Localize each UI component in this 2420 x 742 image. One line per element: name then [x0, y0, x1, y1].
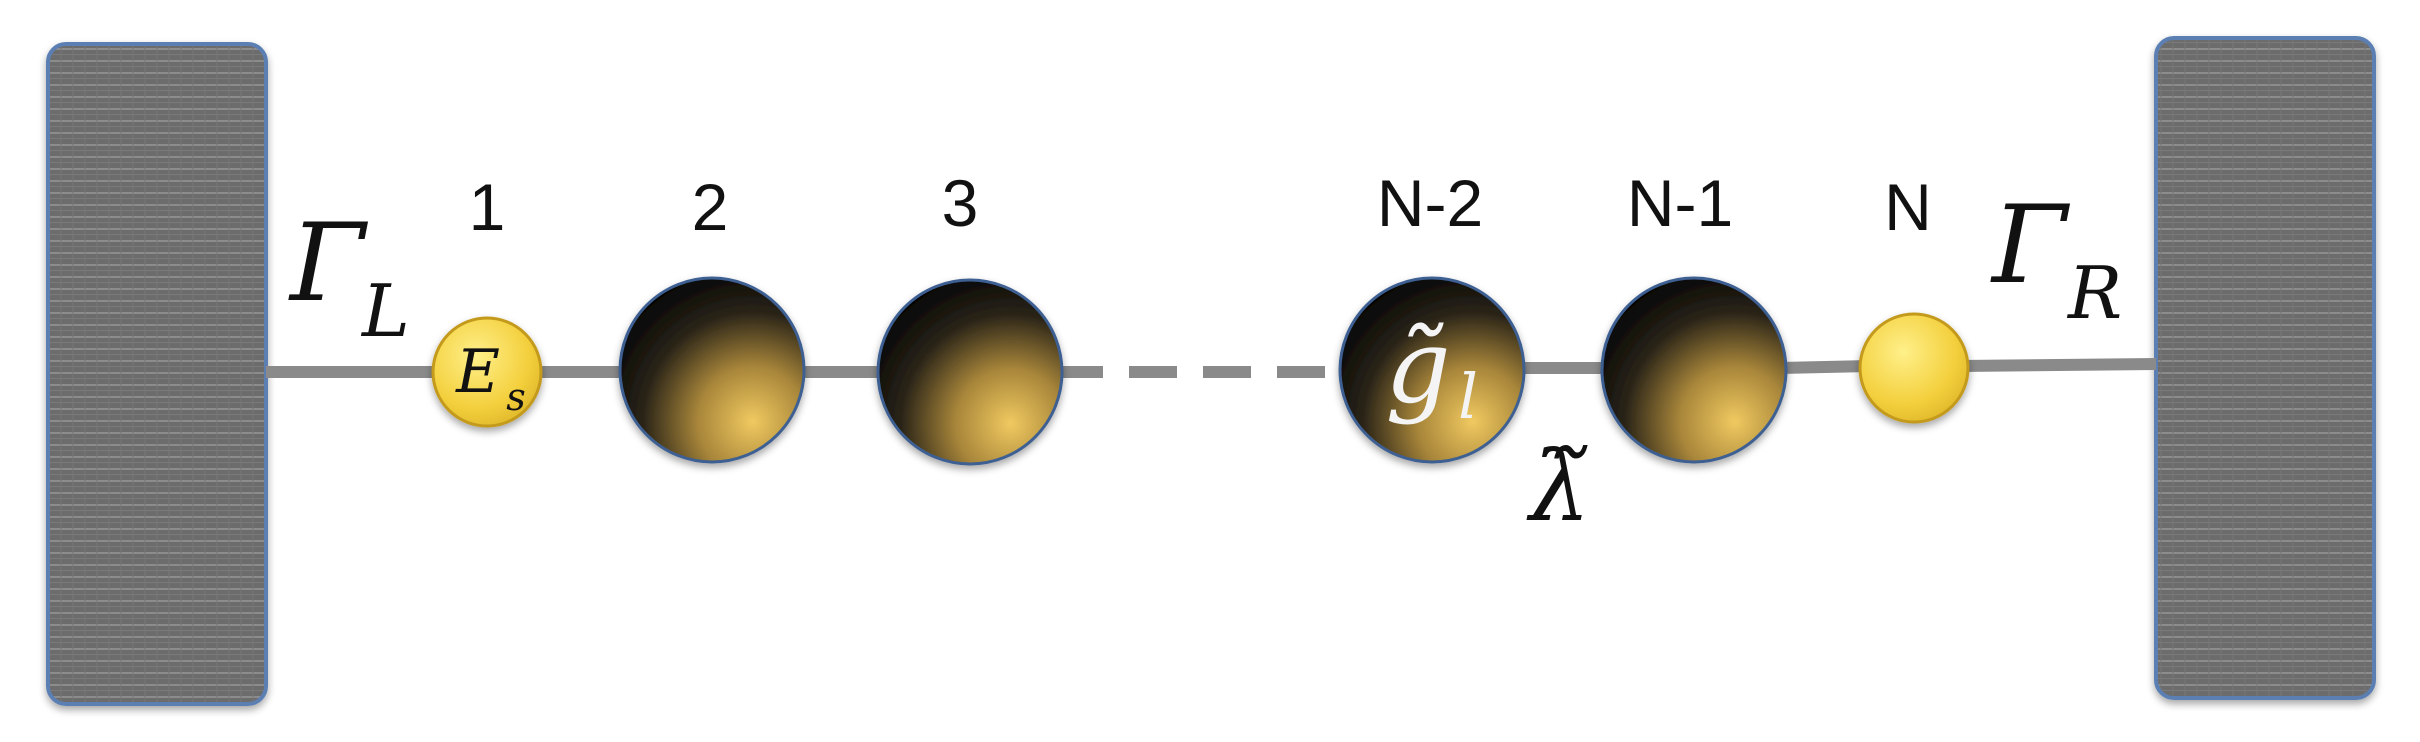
gamma-right-symbol: Γ — [1990, 183, 2071, 308]
site-1: E s — [431, 316, 543, 428]
wire-siteN1-to-siteN — [1779, 360, 1871, 374]
site-1-energy-subscript: s — [506, 375, 526, 419]
site-n — [1858, 312, 1970, 424]
right-lead — [2154, 36, 2376, 700]
bond-lambda-symbol: λ̃ — [1526, 431, 1591, 543]
chain-wires — [266, 358, 2157, 378]
site-label-n-2: N-2 — [1377, 166, 1483, 240]
site-label-2: 2 — [692, 170, 729, 244]
wire-siteN-to-lead — [1959, 358, 2157, 372]
right-coupling-label: Γ R — [1990, 183, 2122, 335]
site-n-1 — [1600, 276, 1788, 464]
gamma-left-symbol: Γ — [288, 201, 369, 326]
site-n-2-green-function-subscript: l — [1458, 360, 1478, 433]
gamma-left-subscript: L — [360, 269, 410, 353]
site-2 — [618, 276, 806, 464]
site-label-1: 1 — [469, 170, 506, 244]
gamma-right-subscript: R — [2066, 251, 2122, 335]
site-label-n-1: N-1 — [1627, 166, 1733, 240]
left-lead — [46, 42, 268, 706]
site-1-energy-symbol: E — [455, 337, 500, 407]
site-n-2-green-function-symbol: g̃ — [1385, 308, 1450, 427]
left-coupling-label: Γ L — [288, 201, 410, 353]
site-3 — [876, 278, 1064, 466]
site-n-2: g̃ l — [1338, 276, 1526, 464]
site-label-3: 3 — [942, 166, 979, 240]
site-label-n: N — [1884, 170, 1932, 244]
